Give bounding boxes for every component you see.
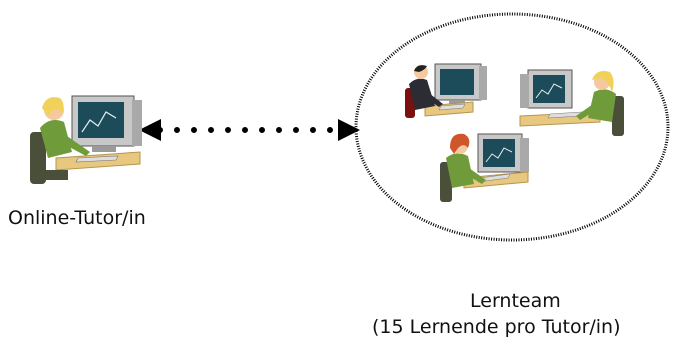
team-ellipse — [354, 12, 670, 242]
team-size-label: (15 Lernende pro Tutor/in) — [372, 316, 621, 338]
person-at-computer-icon — [30, 95, 142, 184]
man-at-computer-icon — [405, 63, 487, 118]
team-label: Lernteam — [470, 290, 561, 312]
arrowhead-left-icon — [139, 119, 161, 141]
woman-at-computer-icon — [519, 69, 624, 136]
tutor-label: Online-Tutor/in — [8, 207, 146, 229]
connector-arrow — [139, 119, 360, 141]
woman-at-computer-icon — [440, 133, 529, 202]
arrowhead-right-icon — [338, 119, 360, 141]
